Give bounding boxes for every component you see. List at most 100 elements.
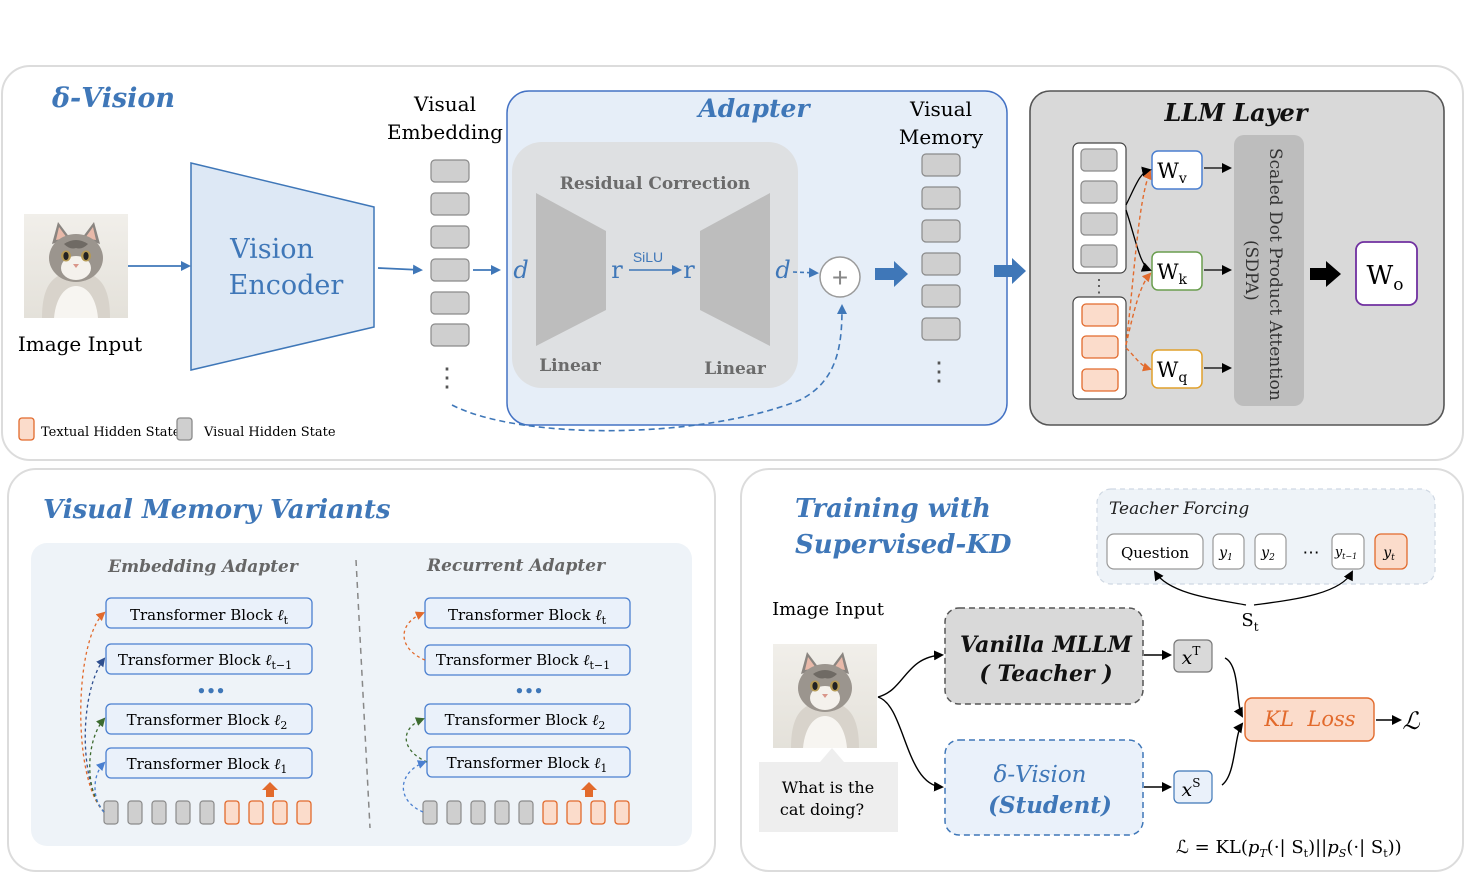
xs-box <box>1173 770 1213 804</box>
llm-group-ellipsis: ⋮ <box>1090 276 1108 297</box>
student-label-2: (Student) <box>988 792 1112 819</box>
embedding-blocks <box>105 597 313 779</box>
rec-block-2: Transformer Block ℓ2 <box>445 711 606 732</box>
delta-vision-title: δ-Vision <box>51 83 175 114</box>
emb-skip-arrows <box>80 611 106 813</box>
arrow-to-teacher <box>877 650 944 698</box>
wq-label: Wq <box>1157 358 1188 386</box>
vision-encoder-label-2: Encoder <box>229 270 344 301</box>
cat-image <box>24 214 128 318</box>
emb-input-arrow <box>262 782 278 797</box>
question-bubble-tail <box>820 748 844 762</box>
token-yt-minus-1-label: yt−1 <box>1334 545 1357 561</box>
teacher-label-1: Vanilla MLLM <box>960 632 1133 658</box>
adapter-title: Adapter <box>696 94 811 123</box>
visual-memory-label-1: Visual <box>909 97 972 121</box>
token-ellipsis: ⋯ <box>1303 543 1320 563</box>
emb-block-1: Transformer Block ℓ1 <box>127 755 288 776</box>
visual-embedding-label-1: Visual <box>413 92 476 116</box>
token-y2-label: y2 <box>1260 545 1275 563</box>
llm-textual-cells <box>1081 303 1119 392</box>
wv-box <box>1151 150 1203 190</box>
xt-label: xT <box>1182 644 1201 669</box>
token-y1-label: y1 <box>1218 545 1233 563</box>
rec-block-t-minus-1: Transformer Block ℓt−1 <box>436 651 610 672</box>
rec-block-t: Transformer Block ℓt <box>448 606 607 627</box>
emb-blocks-ellipsis: ••• <box>197 682 226 700</box>
r-mid1-label: r <box>611 256 623 284</box>
teacher-forcing-label: Teacher Forcing <box>1109 499 1249 519</box>
student-box <box>944 739 1144 836</box>
image-input-label: Image Input <box>18 332 142 356</box>
student-label-1: δ-Vision <box>994 762 1087 788</box>
teacher-box <box>944 607 1144 705</box>
token-yt-minus-1 <box>1331 533 1365 570</box>
embedding-ellipsis: ⋮ <box>434 363 460 393</box>
question-token <box>1106 533 1204 570</box>
vision-encoder <box>190 162 375 371</box>
legend-visual-swatch <box>176 417 193 441</box>
xs-label: xS <box>1182 776 1201 801</box>
arrow-to-student <box>877 696 944 792</box>
memory-ellipsis: ⋮ <box>926 357 952 387</box>
training-title-1: Training with <box>795 494 991 524</box>
sdpa-label-1: Scaled Dot Product Attention <box>1265 148 1285 401</box>
sdpa-box <box>1234 135 1304 406</box>
emb-block-t: Transformer Block ℓt <box>130 606 289 627</box>
rec-blocks-ellipsis: ••• <box>515 682 544 700</box>
wk-label: Wk <box>1157 260 1188 288</box>
arrow-encoder-to-embedding <box>377 264 423 275</box>
wo-label: Wo <box>1367 261 1404 295</box>
training-title-2: Supervised-KD <box>795 530 1012 560</box>
residual-correction-box <box>512 142 798 388</box>
rec-block-1: Transformer Block ℓ1 <box>447 754 608 775</box>
rec-recurrent-arrows <box>402 611 428 813</box>
kl-loss-label: KL Loss <box>1263 707 1355 731</box>
emb-token-row <box>103 800 312 825</box>
kd-image-input-label: Image Input <box>772 599 885 620</box>
linear-down-shape <box>536 193 606 346</box>
arrow-text-to-wq <box>1125 347 1152 372</box>
question-bubble <box>759 762 898 832</box>
st-label: St <box>1241 610 1258 634</box>
st-arrow-left <box>1153 570 1247 606</box>
question-text-2: cat doing? <box>780 800 864 819</box>
arrow-visual-to-wk <box>1125 209 1152 272</box>
arrow-xt-to-kl <box>1224 657 1243 718</box>
visual-memory-cells <box>921 153 961 341</box>
linear1-label: Linear <box>539 356 602 376</box>
llm-visual-group <box>1072 142 1127 274</box>
loss-symbol: ℒ <box>1402 707 1420 735</box>
rec-token-row <box>422 800 630 825</box>
silu-label: SiLU <box>633 249 663 265</box>
d-out-label: d <box>775 256 790 284</box>
loss-formula: ℒ = KL(pT(·| St)||pS(·| St)) <box>1176 837 1402 860</box>
wk-box <box>1151 251 1203 291</box>
xt-box <box>1173 639 1213 673</box>
sdpa-label-2: (SDPA) <box>1241 240 1261 301</box>
arrow-text-to-wv <box>1125 170 1152 346</box>
vision-encoder-label-1: Vision <box>229 234 314 265</box>
legend-textual-label: Textual Hidden State <box>41 425 181 440</box>
llm-layer-title: LLM Layer <box>1164 98 1310 127</box>
arrow-text-to-wk <box>1125 272 1152 346</box>
emb-block-t-minus-1: Transformer Block ℓt−1 <box>118 651 292 672</box>
emb-block-2: Transformer Block ℓ2 <box>127 711 288 732</box>
st-arrow-right <box>1253 570 1353 606</box>
token-yt <box>1374 533 1408 570</box>
plus-sign: + <box>832 262 848 293</box>
visual-embedding-label-2: Embedding <box>387 120 503 144</box>
recurrent-adapter-title: Recurrent Adapter <box>426 556 606 576</box>
token-yt-label: yt <box>1382 545 1395 563</box>
wq-box <box>1151 349 1203 389</box>
rec-input-arrow <box>581 782 597 797</box>
residual-correction-label: Residual Correction <box>560 174 751 194</box>
visual-embedding-cells <box>430 159 470 347</box>
legend-textual-swatch <box>18 417 35 441</box>
residual-plus-node <box>819 256 861 298</box>
legend-visual-label: Visual Hidden State <box>203 425 336 440</box>
visual-memory-label-2: Memory <box>899 125 984 149</box>
skip-connection-arrow <box>451 304 847 432</box>
embedding-adapter-title: Embedding Adapter <box>107 557 299 577</box>
token-y2 <box>1254 533 1287 570</box>
